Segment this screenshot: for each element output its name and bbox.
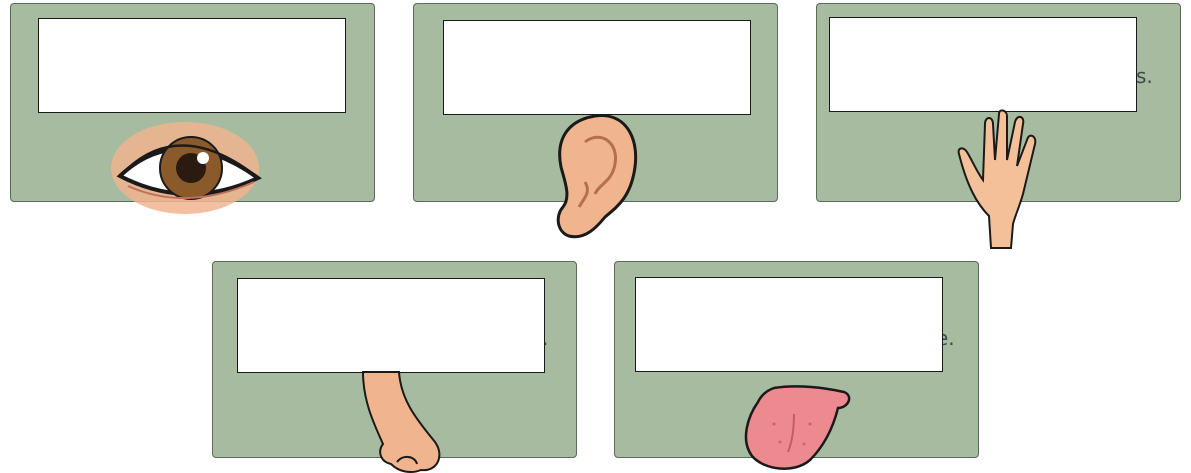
peek-text: s. (1136, 66, 1153, 86)
nose-icon (357, 372, 443, 473)
answer-drop-box-sight[interactable] (38, 18, 346, 113)
tongue-icon (744, 384, 852, 470)
hand-icon (955, 112, 1040, 248)
answer-drop-box-hearing[interactable] (443, 20, 751, 115)
answer-drop-box-touch[interactable] (829, 17, 1137, 112)
eye-icon (108, 116, 263, 218)
answer-drop-box-taste[interactable] (635, 277, 943, 372)
ear-icon (555, 112, 639, 242)
answer-drop-box-smell[interactable] (237, 278, 545, 373)
